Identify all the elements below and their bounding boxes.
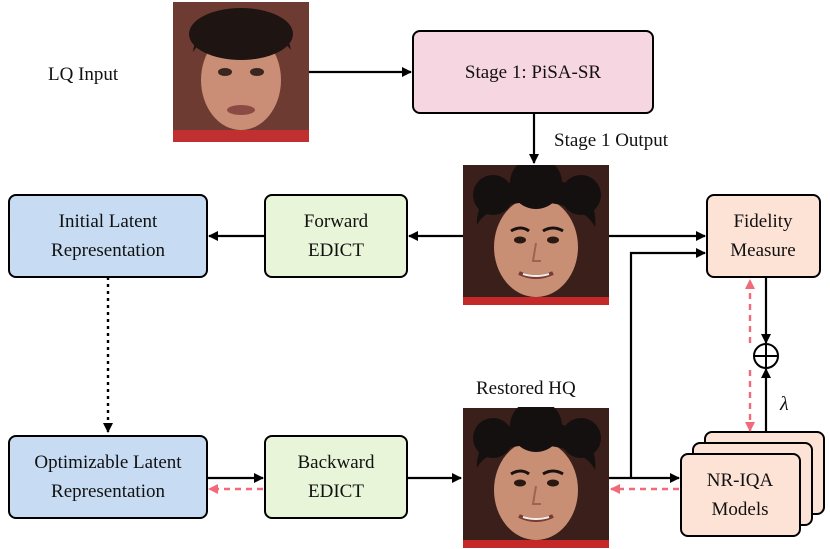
fidelity-label-2: Measure: [730, 240, 795, 261]
stage1-output-image: [463, 165, 609, 305]
lq-input-label: LQ Input: [48, 64, 119, 85]
restored-hq-image: [463, 400, 609, 548]
stage1-output-label: Stage 1 Output: [554, 130, 669, 151]
backward-edict-label-1: Backward: [297, 452, 375, 473]
fidelity-measure-box: Fidelity Measure: [706, 194, 821, 278]
arrow-restored-to-fidelity: [629, 248, 706, 478]
lq-input-image: [173, 2, 309, 142]
fidelity-label-1: Fidelity: [733, 211, 793, 232]
stage1-box: Stage 1: PiSA-SR: [412, 30, 654, 114]
gradient-arrows: [208, 279, 755, 494]
optimizable-latent-label-1: Optimizable Latent: [34, 452, 182, 473]
flow-arrows: [207, 67, 771, 483]
initial-latent-box: Initial Latent Representation: [8, 194, 208, 278]
lambda-label: λ: [779, 393, 789, 415]
optimizable-latent-box: Optimizable Latent Representation: [8, 435, 208, 519]
forward-edict-label-1: Forward: [304, 211, 369, 232]
nriqa-label-2: Models: [712, 499, 769, 520]
forward-edict-box: Forward EDICT: [264, 194, 408, 278]
sum-node: [753, 343, 779, 369]
stage1-label: Stage 1: PiSA-SR: [465, 62, 602, 83]
forward-edict-label-2: EDICT: [308, 240, 364, 261]
backward-edict-box: Backward EDICT: [264, 435, 408, 519]
optimizable-latent-label-2: Representation: [51, 481, 165, 502]
backward-edict-label-2: EDICT: [308, 481, 364, 502]
restored-hq-label: Restored HQ: [476, 378, 576, 399]
initial-latent-label-1: Initial Latent: [59, 211, 158, 232]
initial-latent-label-2: Representation: [51, 240, 165, 261]
nriqa-label-1: NR-IQA: [707, 470, 774, 491]
nriqa-models-stack: NR-IQA Models: [680, 431, 825, 537]
